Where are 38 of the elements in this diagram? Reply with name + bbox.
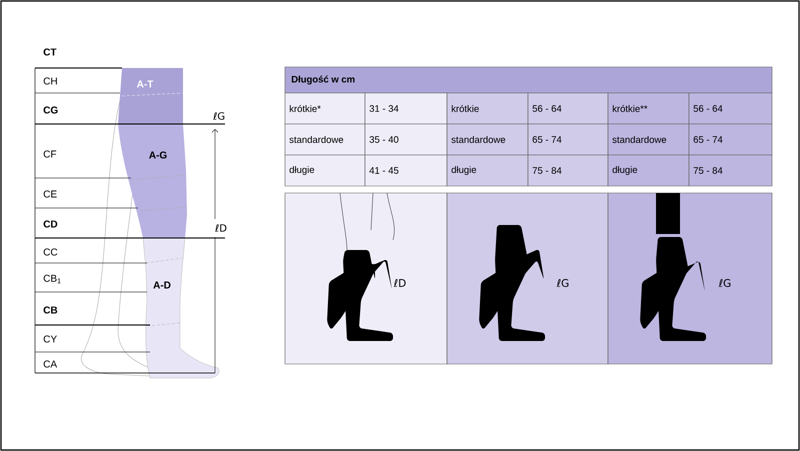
table-cell: 31 - 34: [364, 92, 448, 124]
level-label: CH: [44, 77, 57, 85]
level-label: CB$_{1}$: [44, 274, 61, 284]
table-cell: 56 - 64: [528, 92, 608, 124]
level-label: CD: [44, 220, 58, 228]
table-cell: 75 - 84: [688, 154, 772, 186]
table-cell: 75 - 84: [528, 154, 608, 186]
table-cell: 41 - 45: [364, 154, 448, 186]
level-label: CC: [44, 248, 58, 256]
level-label: CB: [44, 306, 58, 314]
table-cell: krótkie*: [284, 92, 366, 124]
table-cell: 65 - 74: [688, 124, 772, 156]
table-cell: 56 - 64: [688, 92, 772, 124]
table-cell: standardowe: [608, 124, 690, 156]
level-label: CA: [44, 360, 58, 368]
table-cell: długie: [446, 154, 528, 186]
table-cell: 65 - 74: [528, 124, 608, 156]
table-cell: krótkie: [446, 92, 528, 124]
measure-label: ℓG: [718, 279, 730, 287]
table-cell: standardowe: [446, 124, 528, 156]
level-label: CG: [44, 106, 58, 114]
measure-label: ℓD: [394, 279, 406, 287]
measure-label: ℓD: [214, 223, 228, 233]
measure-label: ℓG: [213, 112, 224, 120]
table-cell: długie: [608, 154, 690, 186]
level-label: CF: [44, 150, 56, 158]
table-cell: krótkie**: [608, 92, 690, 124]
measure-label: ℓG: [556, 279, 568, 287]
table-cell: 35 - 40: [364, 124, 448, 156]
zone-label: A-D: [153, 282, 170, 288]
table-header: Długość w cm: [284, 66, 772, 94]
table-cell: długie: [284, 154, 366, 186]
zone-label: A-T: [136, 80, 154, 88]
zone-label: A-G: [149, 151, 167, 159]
level-label: CT: [44, 48, 56, 56]
level-label: CY: [44, 335, 57, 343]
level-label: CE: [44, 190, 57, 198]
table-cell: standardowe: [284, 124, 366, 156]
